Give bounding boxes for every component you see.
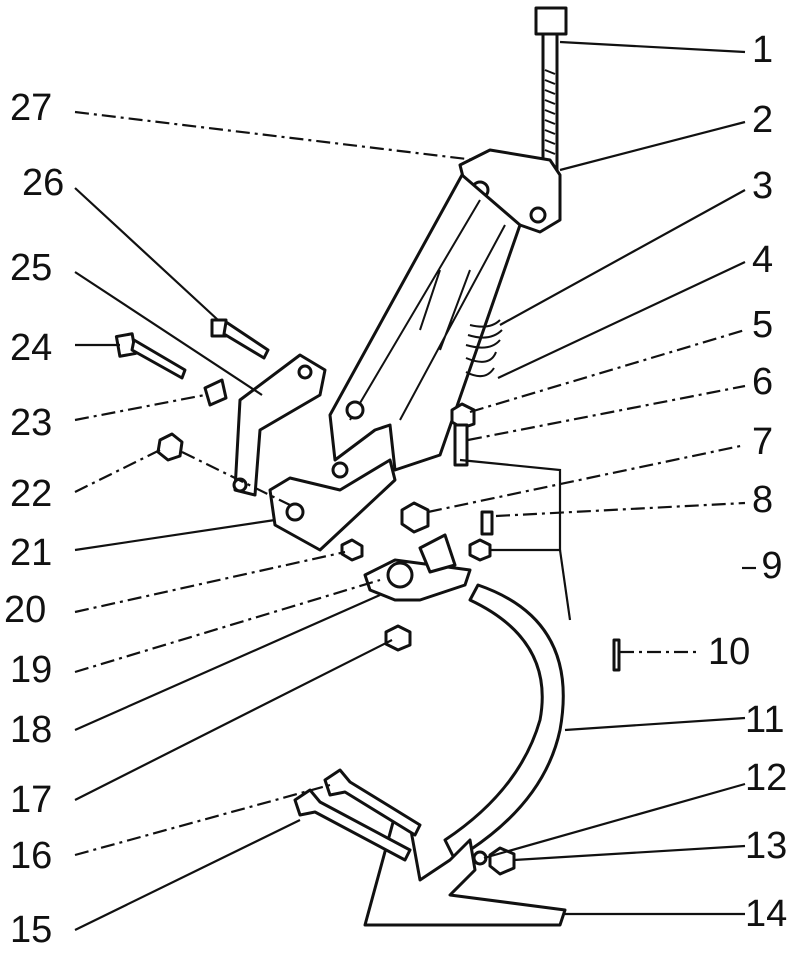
parts-drawing (114, 6, 621, 927)
callout-17: 17 (10, 779, 52, 821)
callout-25: 25 (10, 247, 52, 289)
callout-20: 20 (4, 589, 46, 631)
callout-14: 14 (745, 893, 787, 935)
callout-19: 19 (10, 649, 52, 691)
callout-22: 22 (10, 473, 52, 515)
part-nut-20 (340, 538, 364, 562)
callout-9: 9 (761, 545, 782, 587)
part-nut-9 (468, 538, 492, 562)
callout-23: 23 (10, 402, 52, 444)
callout-3: 3 (752, 165, 773, 207)
callout-27: 27 (10, 87, 52, 129)
callout-8: 8 (752, 479, 773, 521)
part-lower-frame (268, 458, 397, 552)
part-bolt-8 (480, 510, 494, 536)
part-spring (465, 319, 503, 378)
part-nut-22 (156, 432, 184, 462)
callout-12: 12 (745, 757, 787, 799)
part-main-arm (328, 173, 522, 472)
callout-2: 2 (752, 99, 773, 141)
part-bolt-6 (453, 423, 469, 467)
callout-21: 21 (10, 532, 52, 574)
part-bolt-16 (323, 768, 422, 837)
part-clamp-plate (233, 353, 327, 497)
callout-1: 1 (752, 29, 773, 71)
callout-24: 24 (10, 327, 52, 369)
part-pin-10 (612, 638, 621, 672)
part-nut-5 (450, 402, 476, 430)
part-spring-tine (443, 583, 565, 862)
callout-18: 18 (10, 709, 52, 751)
callout-11: 11 (745, 699, 784, 741)
part-nut-7 (400, 501, 430, 534)
part-bolt-1 (534, 6, 568, 176)
callout-4: 4 (752, 239, 773, 281)
leader-lines (74, 40, 760, 931)
part-bolts-24-26 (114, 318, 270, 380)
callout-labels: 1 2 3 4 5 6 7 8 9 10 11 12 13 14 27 26 2… (4, 29, 787, 951)
part-washer-23 (203, 378, 228, 407)
callout-10: 10 (708, 631, 750, 673)
callout-15: 15 (10, 909, 52, 951)
part-nut-17 (384, 624, 412, 652)
callout-6: 6 (752, 361, 773, 403)
callout-7: 7 (752, 421, 773, 463)
part-bolt-15 (293, 788, 412, 862)
callout-5: 5 (752, 304, 773, 346)
callout-13: 13 (745, 825, 787, 867)
callout-16: 16 (10, 835, 52, 877)
callout-26: 26 (22, 162, 64, 204)
